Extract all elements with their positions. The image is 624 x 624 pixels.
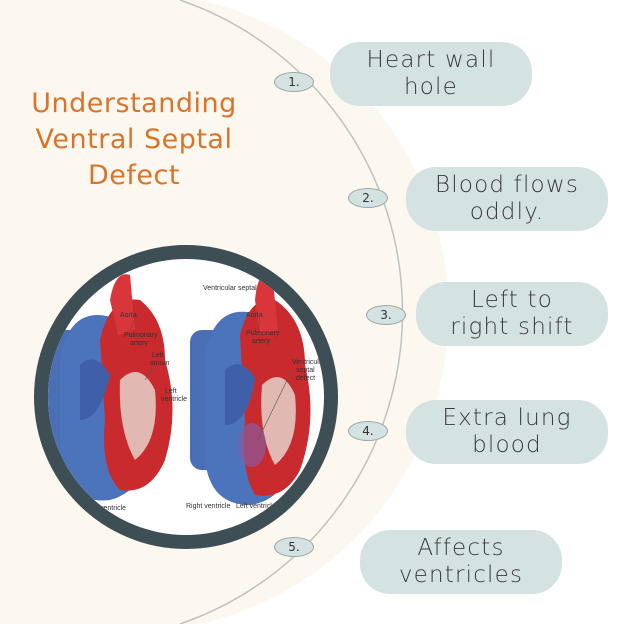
label-left-ventricle: Left ventricle bbox=[161, 388, 187, 403]
label-left-atrium: Left atrium bbox=[150, 352, 170, 367]
page-title: Understanding Ventral Septal Defect bbox=[0, 86, 268, 194]
step-5-pill: Affects ventricles bbox=[360, 530, 562, 594]
step-5-line-2: ventricles bbox=[398, 562, 524, 588]
label-pulmonary-artery-left: Pulmonary artery bbox=[124, 332, 159, 347]
step-4-pill: Extra lung blood bbox=[406, 400, 608, 464]
step-4-line-1: Extra lung bbox=[442, 405, 572, 431]
step-1-line-2: hole bbox=[403, 74, 458, 100]
step-4-number: 4. bbox=[348, 421, 388, 441]
step-2-pill: Blood flows oddly. bbox=[406, 167, 608, 231]
step-2-line-2: oddly. bbox=[469, 199, 545, 225]
step-3-line-2: right shift bbox=[450, 314, 574, 340]
step-1-number: 1. bbox=[274, 72, 314, 92]
label-vsd: Ventricular septal defect bbox=[292, 359, 327, 382]
label-aorta-right: Aorta bbox=[246, 312, 263, 319]
title-line-3: Defect bbox=[88, 160, 180, 191]
step-2-line-1: Blood flows bbox=[434, 172, 580, 198]
step-5-number: 5. bbox=[274, 537, 314, 557]
label-pulmonary-artery-right: Pulmonary artery bbox=[246, 330, 281, 345]
step-1-line-1: Heart wall bbox=[366, 47, 496, 73]
step-2-number: 2. bbox=[348, 188, 388, 208]
label-right-ventricle: Right ventricle bbox=[186, 503, 230, 510]
normal-heart-diagram bbox=[48, 274, 173, 501]
step-3-pill: Left to right shift bbox=[416, 282, 608, 346]
label-ventricular-septum-top: Ventricular septal bbox=[203, 285, 257, 292]
step-1-pill: Heart wall hole bbox=[330, 42, 532, 106]
step-3-line-1: Left to bbox=[470, 287, 554, 313]
step-5-line-1: Affects bbox=[417, 535, 505, 561]
title-line-1: Understanding bbox=[31, 88, 237, 119]
step-3-number: 3. bbox=[366, 305, 406, 325]
label-left-ventricle-bottom: Left ventricle bbox=[236, 503, 276, 510]
title-line-2: Ventral Septal bbox=[35, 124, 233, 155]
label-aorta-left: Aorta bbox=[120, 312, 137, 319]
step-4-line-2: blood bbox=[472, 432, 542, 458]
label-ventricle-bottom-left: ventricle bbox=[100, 505, 126, 512]
heart-diagrams: Aorta Pulmonary artery Left atrium Left … bbox=[48, 271, 327, 512]
